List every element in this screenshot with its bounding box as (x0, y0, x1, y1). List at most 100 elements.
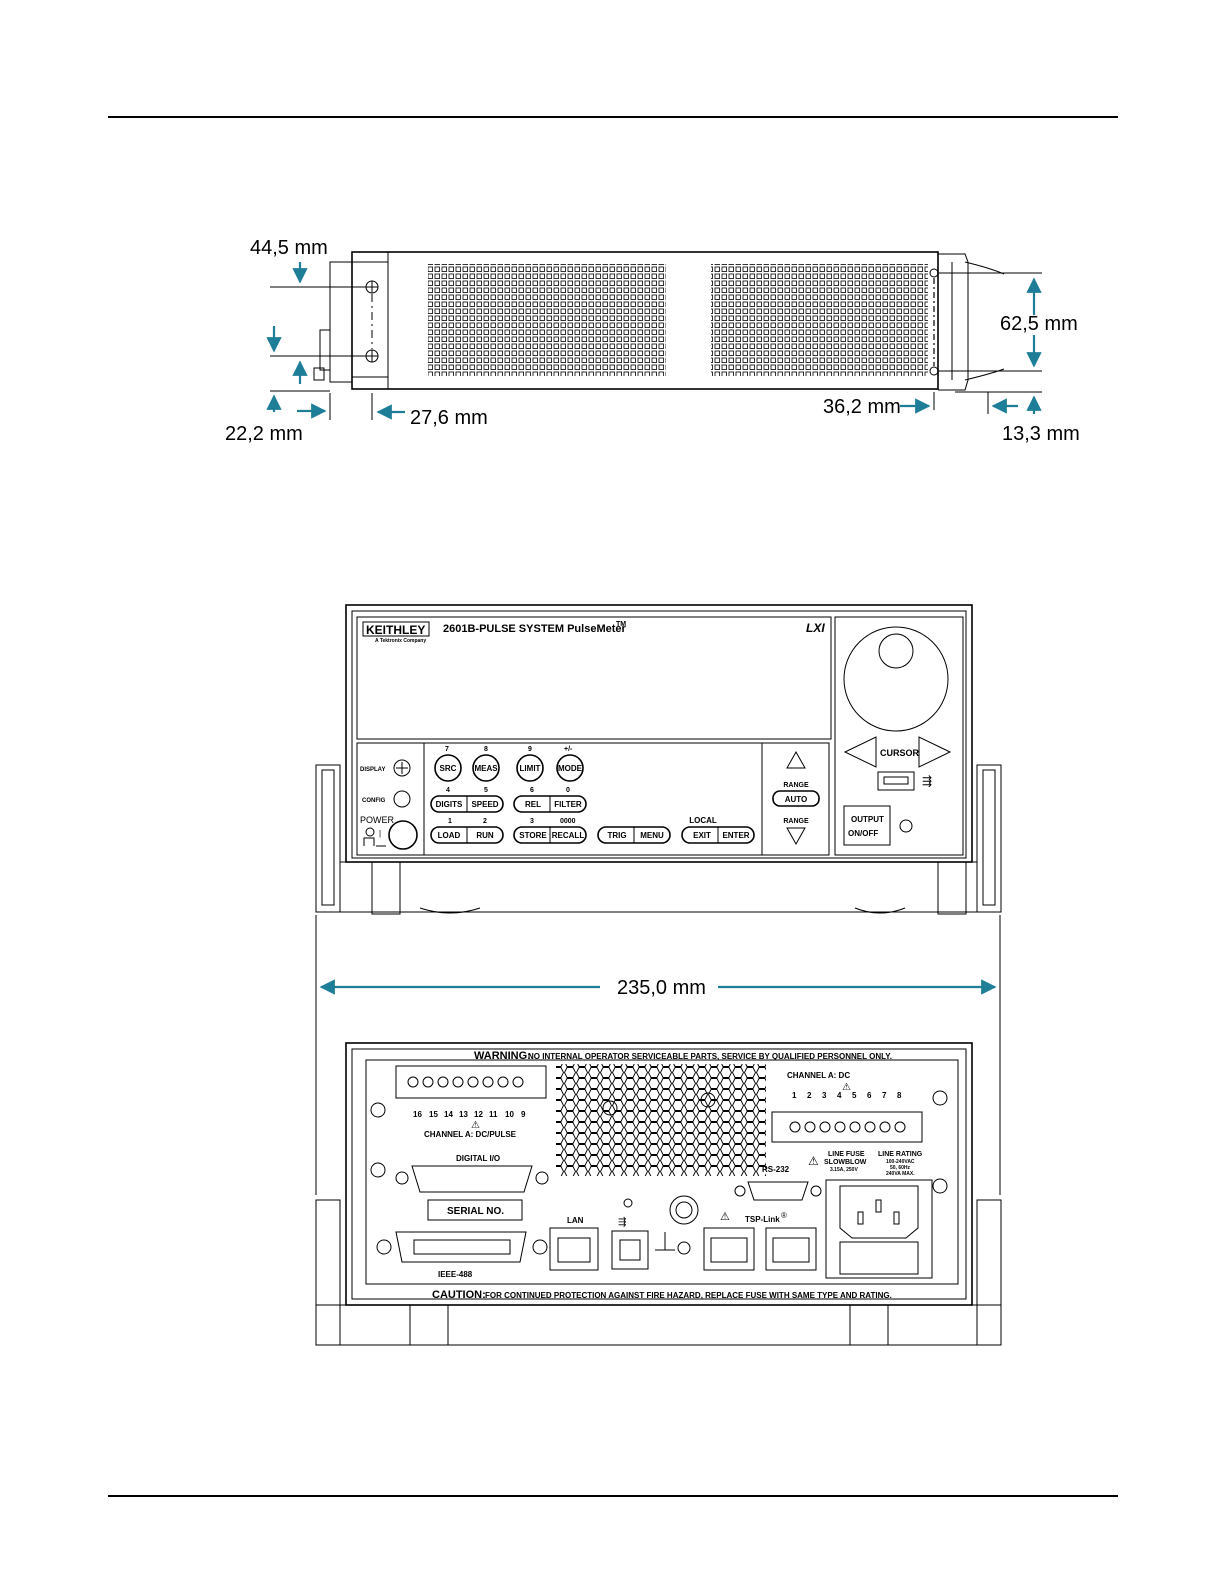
load-key: LOAD (438, 831, 461, 840)
line-rating-label: LINE RATING (878, 1151, 923, 1158)
dim-36-2: 36,2 mm (823, 396, 901, 418)
header-rule (108, 116, 1118, 118)
key-num-3: 3 (530, 818, 534, 825)
power-label: POWER (360, 815, 395, 825)
rating-frequency: 50, 60Hz (890, 1165, 911, 1171)
pin-10: 10 (505, 1110, 514, 1119)
ieee-488-port (395, 1231, 527, 1263)
output-label-2: ON/OFF (848, 829, 878, 838)
config-button (393, 790, 411, 808)
pin-1: 1 (792, 1091, 797, 1100)
side-vent-right (711, 264, 928, 376)
line-fuse-label: LINE FUSE (828, 1151, 865, 1158)
range-up-icon (786, 750, 806, 769)
key-num-6: 6 (530, 787, 534, 794)
ac-inlet (839, 1185, 919, 1239)
auto-key (772, 790, 820, 807)
warning-triangle-icon-4: ⚠ (808, 1154, 819, 1168)
trademark: TM (616, 621, 626, 628)
ground-terminal (669, 1195, 699, 1225)
width-dimension: 235,0 mm (315, 915, 1001, 1195)
usb-icon: ⇶ (922, 774, 932, 788)
rear-screw-4 (932, 1178, 948, 1194)
dim-44-5: 44,5 mm (250, 237, 328, 259)
trig-key: TRIG (607, 831, 626, 840)
pin-6: 6 (867, 1091, 872, 1100)
pin-15: 15 (429, 1110, 438, 1119)
key-num-4: 4 (446, 787, 450, 794)
cursor-left-icon (843, 736, 877, 768)
key-num-5: 5 (484, 787, 488, 794)
tsp-link-port-2 (765, 1227, 817, 1271)
local-label: LOCAL (689, 816, 717, 825)
usb-b-icon: ⇶ (618, 1216, 626, 1228)
display-knob (393, 759, 411, 777)
store-key: STORE (519, 831, 547, 840)
key-num-0000: 0000 (560, 818, 576, 825)
front-bezel-side (329, 261, 353, 383)
lan-port (549, 1227, 599, 1271)
dim-235: 235,0 mm (617, 977, 706, 999)
warning-heading: WARNING: (474, 1050, 531, 1062)
dim-13-3: 13,3 mm (1002, 423, 1080, 445)
range-label-2: RANGE (783, 818, 809, 825)
serial-plate (427, 1199, 523, 1221)
key-num-2: 2 (483, 818, 487, 825)
fuse-rating: 3.15A, 250V (830, 1167, 858, 1173)
speed-key: SPEED (471, 800, 498, 809)
usb-port (877, 771, 915, 791)
brand-subtitle: A Tektronix Company (375, 638, 426, 644)
cursor-right-icon (918, 736, 952, 768)
mode-label: MODE (558, 764, 583, 773)
limit-label: LIMIT (520, 764, 541, 773)
brand-logo: KEITHLEY (366, 623, 425, 637)
output-led (899, 819, 913, 833)
rear-view: WARNING: NO INTERNAL OPERATOR SERVICEABL… (315, 1042, 1002, 1346)
key-num-8: 8 (484, 746, 488, 753)
tsp-link-label: TSP-Link (745, 1215, 780, 1224)
key-num-1: 1 (448, 818, 452, 825)
power-button (388, 820, 418, 850)
display-window (356, 616, 832, 740)
ieee-488-label: IEEE-488 (438, 1270, 473, 1279)
output-label-1: OUTPUT (851, 815, 884, 824)
mode-key (556, 754, 584, 782)
range-down-icon (786, 827, 806, 846)
cursor-label: CURSOR (880, 748, 920, 758)
dc-connector (771, 1111, 923, 1143)
enter-key: ENTER (722, 831, 749, 840)
navigation-wheel (843, 626, 949, 732)
side-vent-left (428, 264, 666, 376)
auto-label: AUTO (785, 795, 808, 804)
model-name: 2601B-PULSE SYSTEM PulseMeter (443, 623, 627, 635)
ch-dcpulse-label: CHANNEL A: DC/PULSE (424, 1130, 517, 1139)
rating-power: 240VA MAX. (886, 1171, 915, 1177)
rear-vent (556, 1064, 766, 1176)
menu-key: MENU (640, 831, 664, 840)
footer-rule (108, 1495, 1118, 1497)
warning-triangle-icon-3: ⚠ (720, 1211, 730, 1223)
key-num-7: 7 (445, 746, 449, 753)
usb-b-port (611, 1230, 649, 1270)
caution-heading: CAUTION: (432, 1289, 486, 1301)
serial-label: SERIAL NO. (447, 1206, 504, 1217)
fuse-drawer (839, 1241, 919, 1275)
exit-key: EXIT (693, 831, 711, 840)
warning-text: NO INTERNAL OPERATOR SERVICEABLE PARTS, … (528, 1052, 892, 1061)
slowblow-label: SLOWBLOW (824, 1159, 867, 1166)
tsp-link-port-1 (703, 1227, 755, 1271)
registered-mark: ® (781, 1211, 787, 1220)
pin-11: 11 (489, 1110, 498, 1119)
dim-62-5: 62,5 mm (1000, 313, 1078, 335)
rs232-label: RS-232 (762, 1165, 790, 1174)
dcpulse-connector (395, 1065, 547, 1099)
lan-label: LAN (567, 1216, 584, 1225)
rear-screw-3 (370, 1162, 386, 1178)
pin-2: 2 (807, 1091, 812, 1100)
warning-triangle-icon: ⚠ (471, 1120, 480, 1131)
filter-key: FILTER (554, 800, 582, 809)
run-key: RUN (476, 831, 494, 840)
power-inlet-module (825, 1179, 933, 1279)
digital-io-port (411, 1165, 533, 1193)
